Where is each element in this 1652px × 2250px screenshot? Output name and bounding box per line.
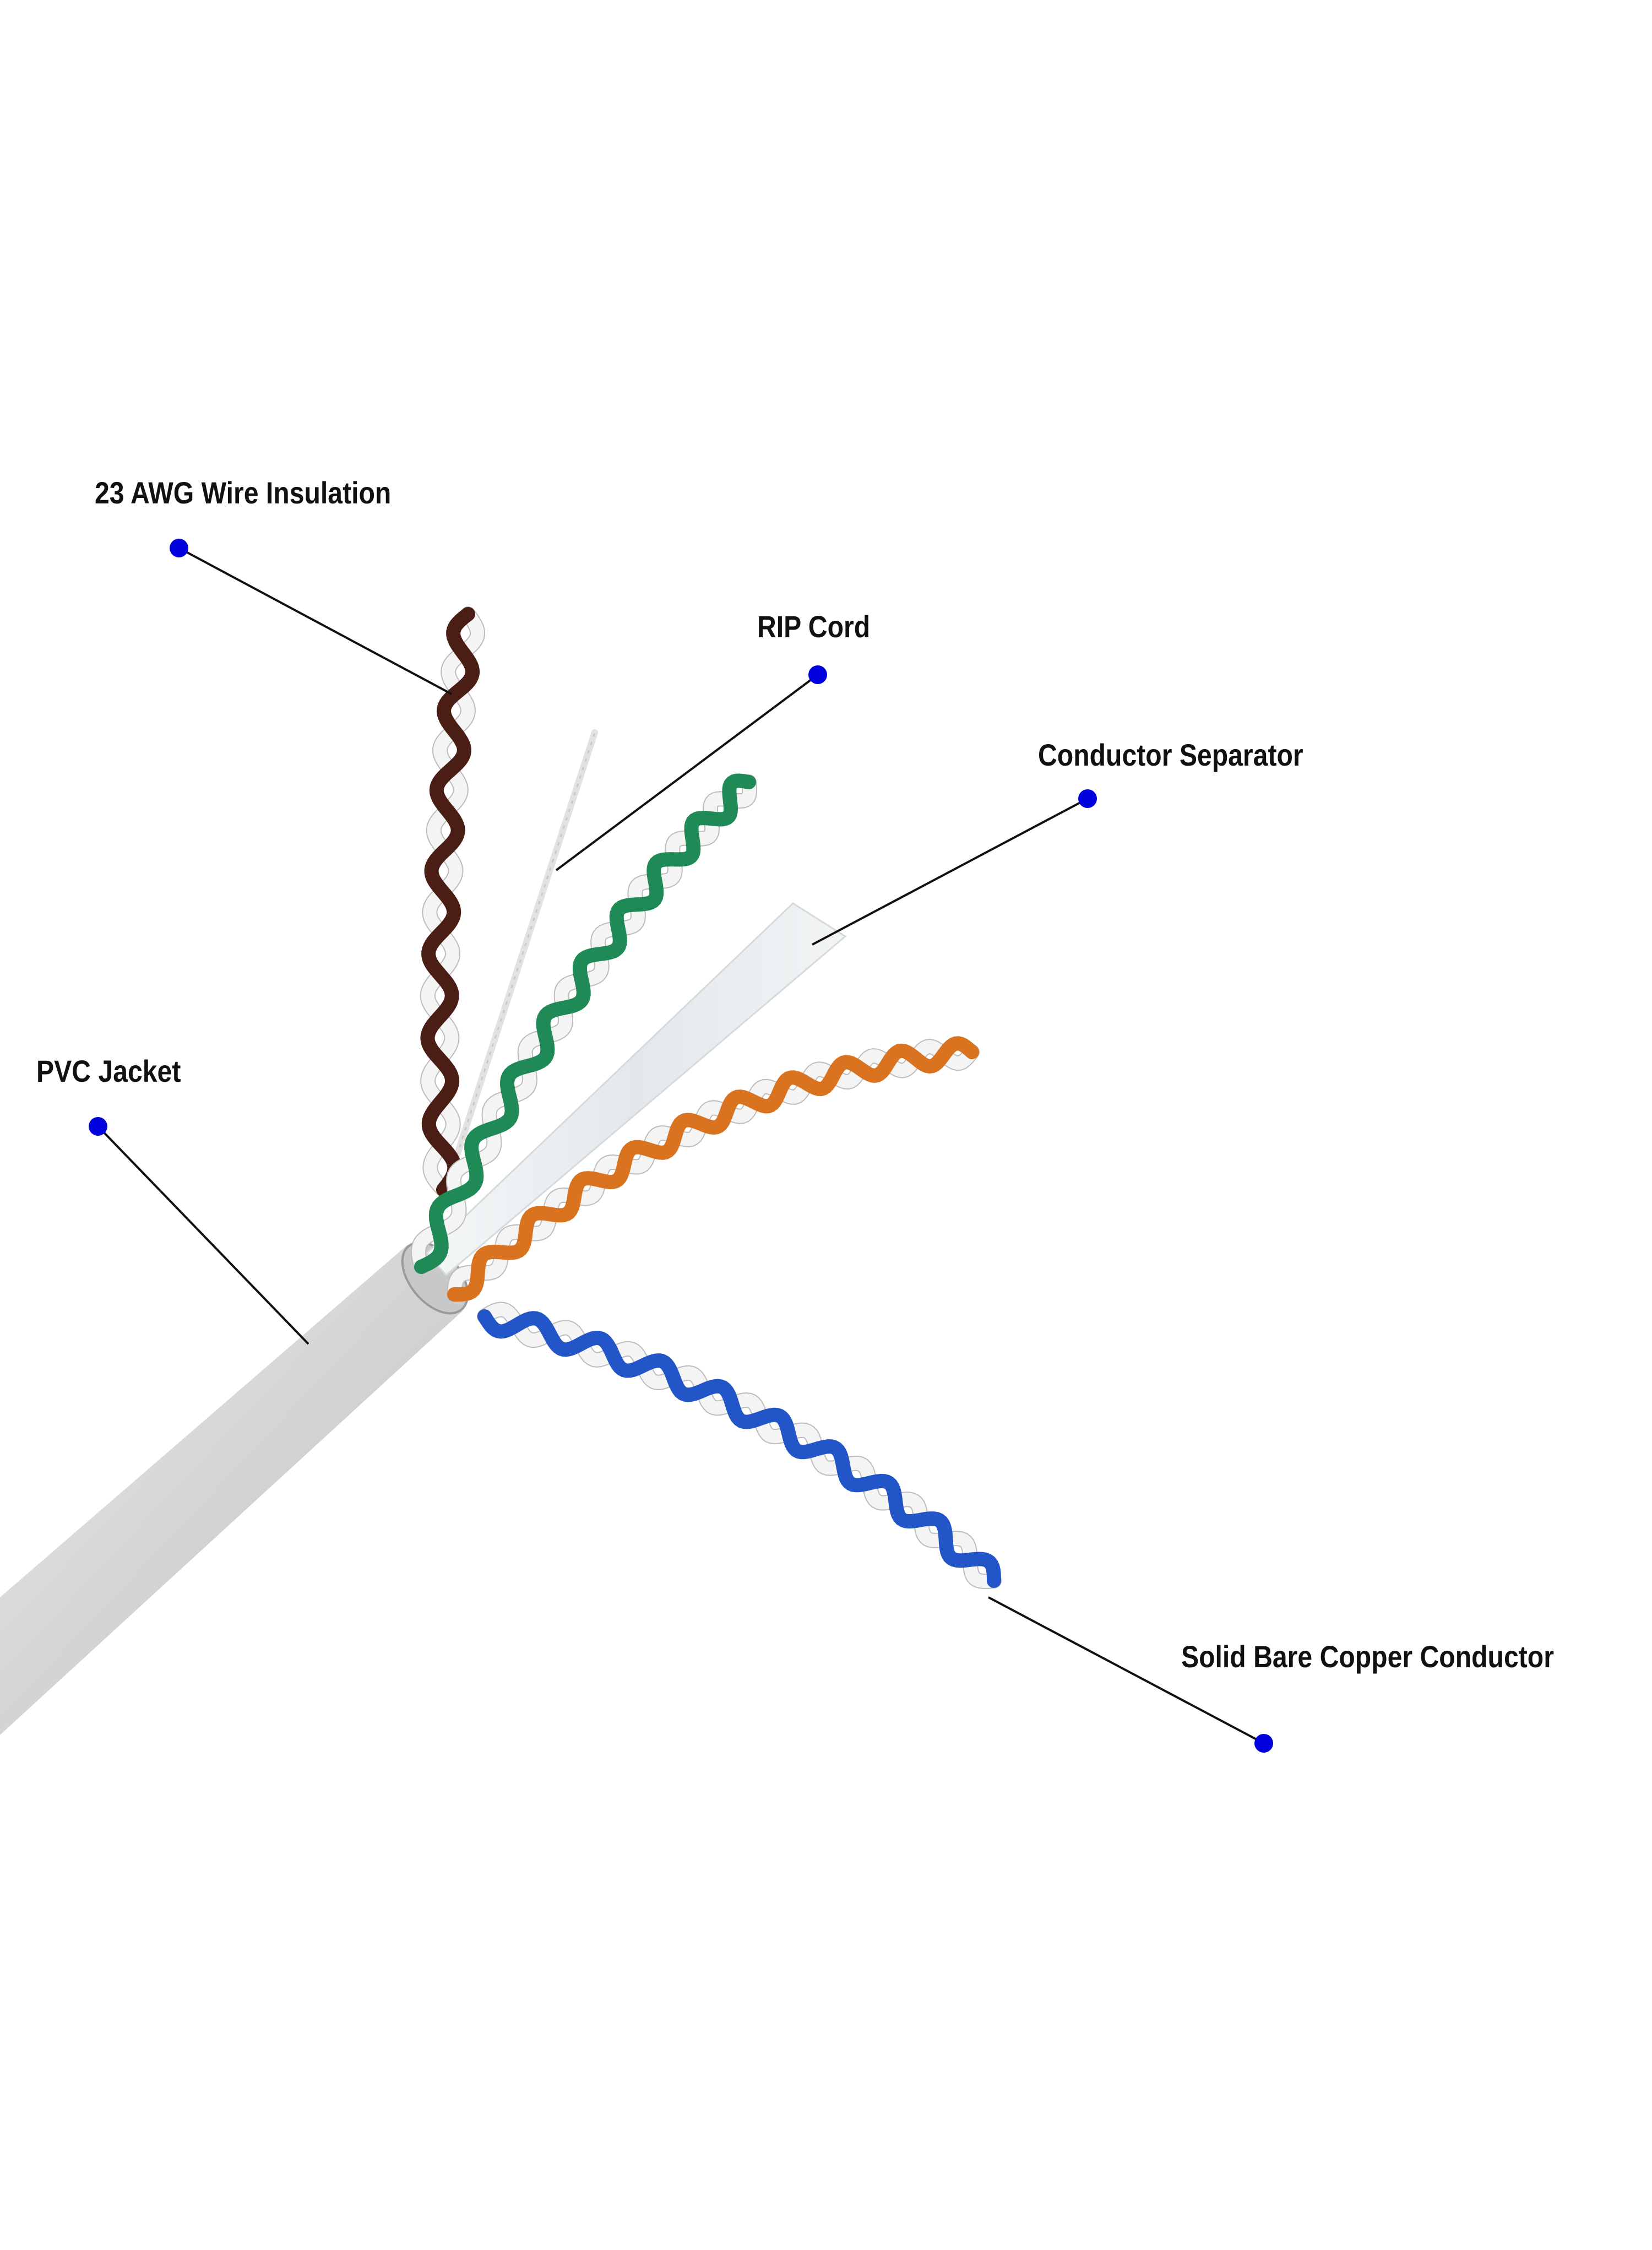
leader-line-pvc-jacket: [97, 1125, 309, 1345]
pair-green: [410, 773, 757, 1275]
pvc-jacket: [0, 1241, 469, 1735]
leader-line-rip-cord: [555, 674, 819, 871]
conductor-separator: [425, 902, 847, 1277]
marker-dot-icon: [1254, 1734, 1273, 1753]
pair-green-colored-strand: [414, 773, 756, 1274]
leader-lines: [97, 547, 1264, 1744]
marker-dot-icon: [808, 665, 827, 684]
marker-dots: [89, 539, 1273, 1753]
label-pvc-jacket: PVC Jacket: [36, 1054, 181, 1088]
pair-blue-colored-strand: [477, 1309, 1001, 1588]
marker-dot-icon: [170, 539, 188, 557]
leader-line-copper-conductor: [988, 1596, 1264, 1744]
label-conductor-separator: Conductor Separator: [1038, 738, 1303, 772]
leader-line-wire-insulation: [178, 547, 452, 695]
label-copper-conductor: Solid Bare Copper Conductor: [1181, 1639, 1554, 1674]
twisted-pairs: [410, 606, 1002, 1590]
label-rip-cord: RIP Cord: [757, 609, 871, 644]
pair-blue: [477, 1302, 1002, 1590]
pair-orange-colored-strand: [447, 1036, 979, 1302]
pair-brown-colored-strand: [420, 607, 480, 1197]
label-wire-insulation: 23 AWG Wire Insulation: [95, 475, 392, 510]
pair-orange: [447, 1036, 980, 1302]
marker-dot-icon: [1078, 789, 1097, 808]
pair-brown: [420, 606, 486, 1197]
leader-line-conductor-separator: [812, 798, 1088, 946]
jacket-body: [0, 1245, 463, 1735]
marker-dot-icon: [89, 1117, 107, 1136]
